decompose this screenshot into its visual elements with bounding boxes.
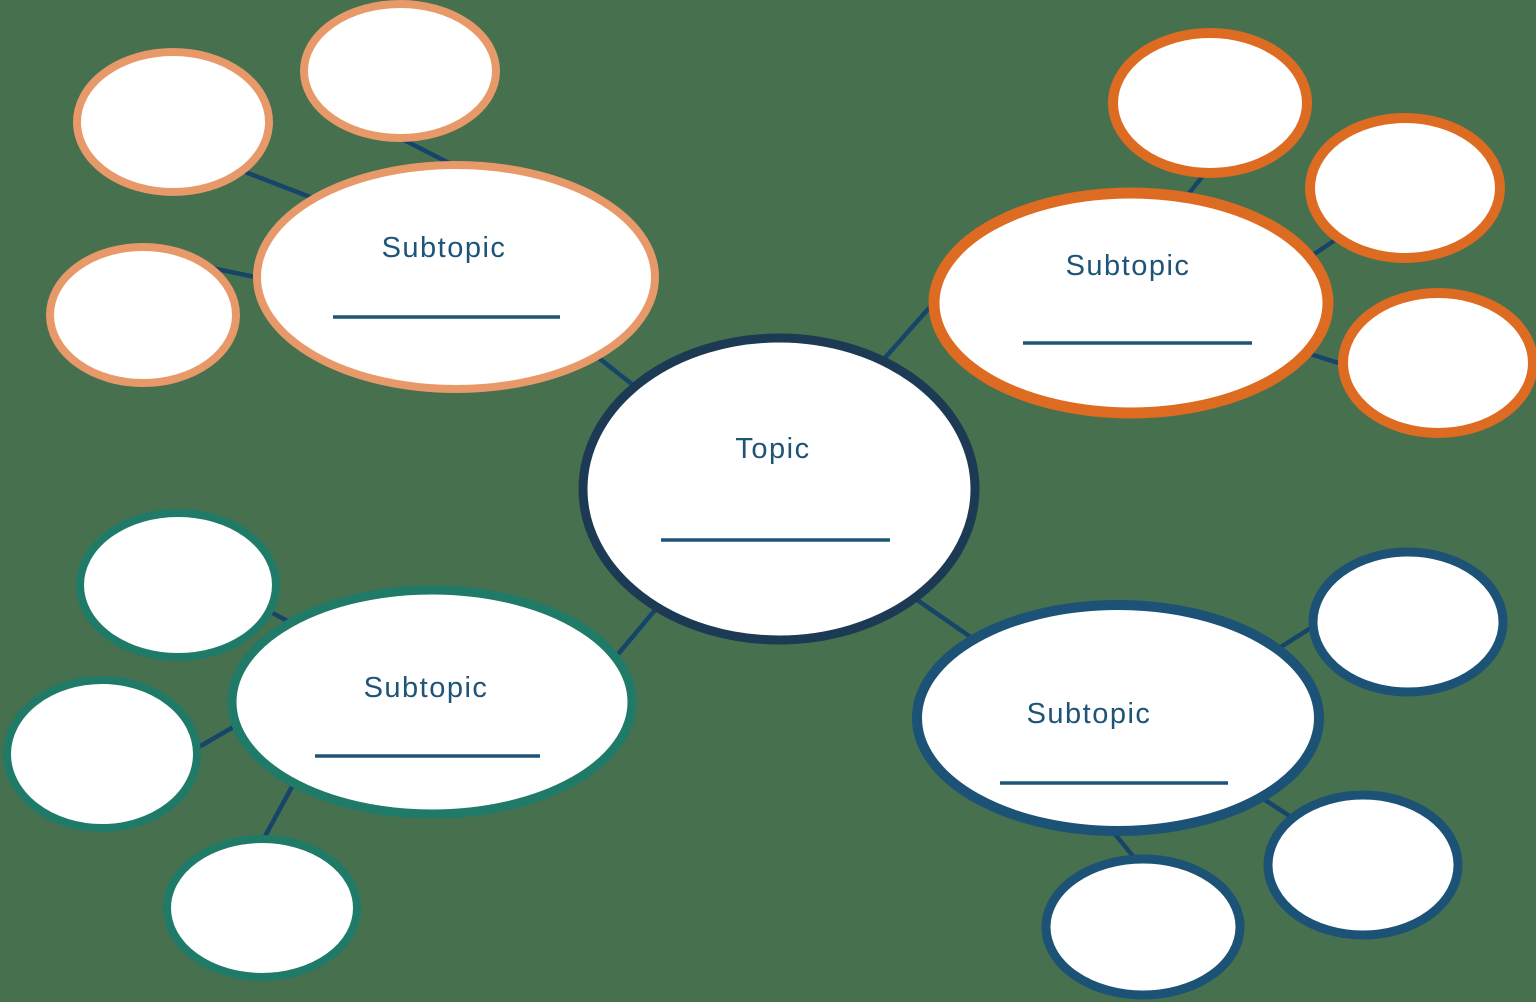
satellite-node[interactable]	[1108, 28, 1312, 178]
subtopic-label[interactable]: Subtopic	[382, 232, 507, 264]
connector-line	[260, 780, 297, 843]
connector-line	[880, 304, 933, 363]
subtopic-node-top-right[interactable]	[928, 187, 1334, 419]
cluster-bottom-right: Subtopic	[912, 547, 1508, 1000]
connector-line	[1273, 623, 1317, 653]
subtopic-node-bottom-right[interactable]	[912, 600, 1324, 836]
topic-label[interactable]: Topic	[735, 433, 810, 465]
satellite-node[interactable]	[1305, 113, 1505, 263]
satellite-node[interactable]	[300, 0, 500, 142]
cluster-bottom-left: Subtopic	[3, 509, 637, 981]
cluster-top-left: Subtopic	[46, 0, 659, 393]
satellite-node[interactable]	[163, 835, 361, 981]
satellite-node[interactable]	[1263, 790, 1463, 940]
subtopic-node-bottom-left[interactable]	[227, 585, 637, 819]
connector-line	[1307, 235, 1341, 260]
satellite-node[interactable]	[73, 48, 273, 196]
topic-node[interactable]	[578, 333, 980, 645]
satellite-node[interactable]	[76, 509, 280, 661]
connector-line	[1259, 795, 1294, 820]
satellite-node[interactable]	[46, 243, 240, 387]
connector-line	[237, 167, 313, 200]
satellite-node[interactable]	[1041, 854, 1245, 1000]
connector-line	[616, 607, 658, 656]
cluster-topic: Topic	[578, 333, 980, 645]
subtopic-label[interactable]: Subtopic	[364, 672, 489, 704]
connector-line	[592, 352, 636, 388]
topic-connectors	[592, 304, 975, 656]
satellite-node[interactable]	[1308, 547, 1508, 697]
subtopic-label[interactable]: Subtopic	[1066, 250, 1191, 282]
cluster-top-right: Subtopic	[928, 28, 1536, 438]
connector-line	[907, 592, 975, 641]
satellite-node[interactable]	[3, 676, 201, 832]
subtopic-label[interactable]: Subtopic	[1027, 698, 1152, 730]
subtopic-node-top-left[interactable]	[253, 161, 659, 393]
satellite-node[interactable]	[1338, 288, 1536, 438]
